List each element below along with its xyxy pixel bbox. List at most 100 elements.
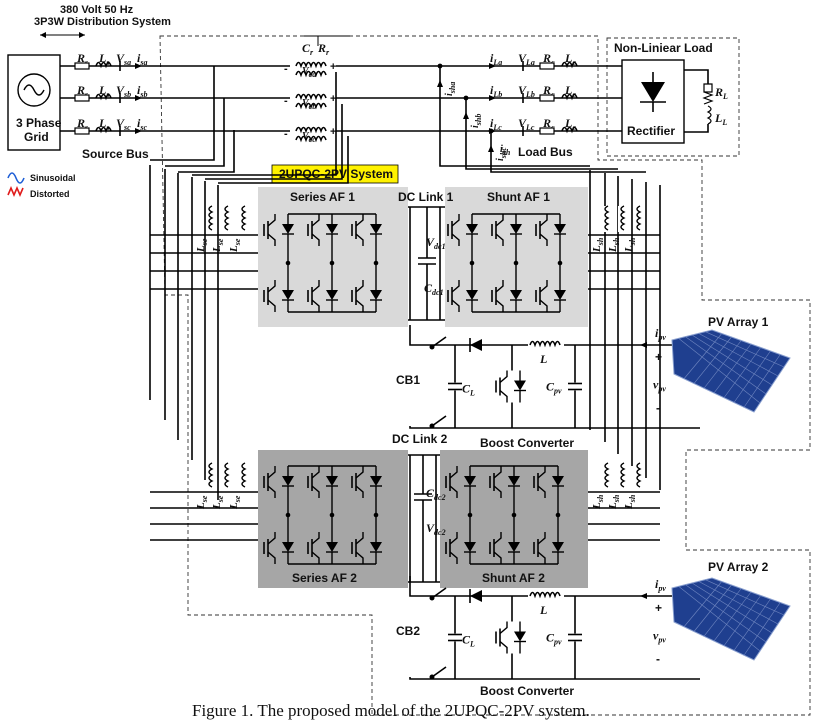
inv_s1-switch-top-1 <box>307 214 338 246</box>
series-af-2: Series AF 2 <box>258 450 408 588</box>
lsh-top-inductor-0 <box>604 205 610 231</box>
ish-label-c: ishc <box>495 147 508 161</box>
inv_s2-switch-bottom-1 <box>307 532 338 564</box>
lse-bottom-label-0: Lse <box>195 495 209 510</box>
inv_s2-switch-bottom-0 <box>263 532 294 564</box>
sinusoidal-icon <box>7 172 25 184</box>
inv_s1-switch-bottom-2 <box>351 280 382 312</box>
boost1-l-label: L <box>539 352 547 366</box>
lsh-bottom-inductor-0 <box>604 462 610 488</box>
system-badge: 2UPQC-2PV System <box>271 164 399 184</box>
ish-label-b: ishb <box>470 114 483 128</box>
ac-source-icon <box>17 73 51 107</box>
vc-label-0: Vca <box>302 66 316 79</box>
svg-text:-: - <box>284 95 288 107</box>
legend-distorted: Distorted <box>30 189 70 199</box>
lsh-bottom-label-0: Lsh <box>591 494 605 510</box>
inv_h2-switch-bottom-1 <box>489 532 520 564</box>
inv_h2-switch-bottom-2 <box>533 532 564 564</box>
vc-label-2: Vcc <box>302 131 316 144</box>
cb2-label: CB2 <box>396 624 420 638</box>
lsh-top-label-1: Lsh <box>607 237 621 253</box>
lse-top-inductor-2 <box>241 205 247 231</box>
lse-top-inductor-0 <box>208 205 214 231</box>
xfmr-secondary-1 <box>295 102 327 110</box>
boost2-ipv-label: ipv <box>655 577 666 593</box>
header-line2: 3P3W Distribution System <box>34 16 171 28</box>
shunt-af-2: Shunt AF 2 <box>440 450 588 588</box>
dc-link-2: DC Link 2 Cdc2 Vdc2 <box>392 432 448 583</box>
vL-label-b: VLb <box>518 83 535 99</box>
lc-inductor-b <box>561 93 578 101</box>
boost2-cl-label: CL <box>462 633 475 649</box>
lsh-bottom-inductor-1 <box>620 462 626 488</box>
boost2-inductor <box>529 591 561 599</box>
pv-array-1-label: PV Array 1 <box>708 315 769 329</box>
inv_h2-switch-top-0 <box>445 466 476 498</box>
boost2-l-label: L <box>539 603 547 617</box>
pv-panel-2-icon <box>671 577 791 661</box>
inv_s2-switch-top-1 <box>307 466 338 498</box>
rc-resistor-a <box>539 62 555 70</box>
rectifier-box <box>621 59 685 144</box>
inv_h2-switch-top-1 <box>489 466 520 498</box>
svg-text:+: + <box>330 126 336 138</box>
inv_s2-switch-top-0 <box>263 466 294 498</box>
rc-resistor-b <box>539 94 555 102</box>
lsh-bottom-inductor-2 <box>636 462 642 488</box>
vL-label-a: VLa <box>518 51 535 67</box>
inv_h1-switch-top-1 <box>491 214 522 246</box>
svg-text:+: + <box>330 93 336 105</box>
xfmr-primary-0 <box>295 61 327 69</box>
svg-text:RL: RL <box>714 85 728 101</box>
rc-resistor-c <box>539 127 555 135</box>
lse-top-label-2: Lse <box>228 238 242 253</box>
vs-label-a: Vsa <box>116 51 131 67</box>
vL-label-c: VLc <box>518 116 535 132</box>
inv_h1-switch-bottom-0 <box>447 280 478 312</box>
bidirectional-arrow <box>40 32 85 38</box>
lse-bottom-inductor-1 <box>224 462 230 488</box>
lsh-top-label-2: Lsh <box>623 237 637 253</box>
series-af-1-label: Series AF 1 <box>290 190 355 204</box>
inv_h2-switch-top-2 <box>533 466 564 498</box>
boost1-cl-label: CL <box>462 382 475 398</box>
inv_s1-switch-top-2 <box>351 214 382 246</box>
boost2-plus: + <box>655 601 662 615</box>
source-bus-label: Source Bus <box>82 147 149 161</box>
lsh-bottom-label-1: Lsh <box>607 494 621 510</box>
inv_h2-switch-bottom-0 <box>445 532 476 564</box>
cr-label: Cr <box>302 41 314 57</box>
inv_s1-switch-top-0 <box>263 214 294 246</box>
nonlinear-load: Non-Liniear Load Rectifier RL LL <box>614 41 728 144</box>
pv-panel-1-icon <box>671 329 791 413</box>
inv_h1-switch-top-2 <box>535 214 566 246</box>
is-label-a: isa <box>137 51 147 67</box>
inv_s2-switch-bottom-2 <box>351 532 382 564</box>
ls-inductor-b <box>95 93 112 101</box>
boost2-cpv-label: Cpv <box>546 631 562 647</box>
distorted-icon <box>7 185 24 198</box>
inv_s2-switch-top-2 <box>351 466 382 498</box>
shunt-af-1-label: Shunt AF 1 <box>487 190 550 204</box>
boost-2-label: Boost Converter <box>480 684 574 698</box>
vs-label-b: Vsb <box>116 83 131 99</box>
lse-bottom-label-1: Lse <box>211 495 225 510</box>
inv_s1-switch-bottom-1 <box>307 280 338 312</box>
waveform-legend: Sinusoidal Distorted <box>7 172 76 199</box>
inv_h1-switch-bottom-1 <box>491 280 522 312</box>
lsh-top-inductor-1 <box>620 205 626 231</box>
boost1-inductor <box>529 340 561 348</box>
series-af-1: Series AF 1 <box>258 187 408 327</box>
inv_s1-switch-bottom-0 <box>263 280 294 312</box>
series-af-2-label: Series AF 2 <box>292 571 357 585</box>
ish-label-total: ish <box>500 144 511 157</box>
vc-label-1: Vcb <box>302 98 316 111</box>
line-component-labels: RsLsVsaisaiLaVLaRcLcishaRsLsVsbisbiLbVLb… <box>74 51 622 163</box>
lse-bottom-inductor-0 <box>208 462 214 488</box>
rr-label: Rr <box>317 41 330 57</box>
load-bus-label: Load Bus <box>518 145 573 159</box>
